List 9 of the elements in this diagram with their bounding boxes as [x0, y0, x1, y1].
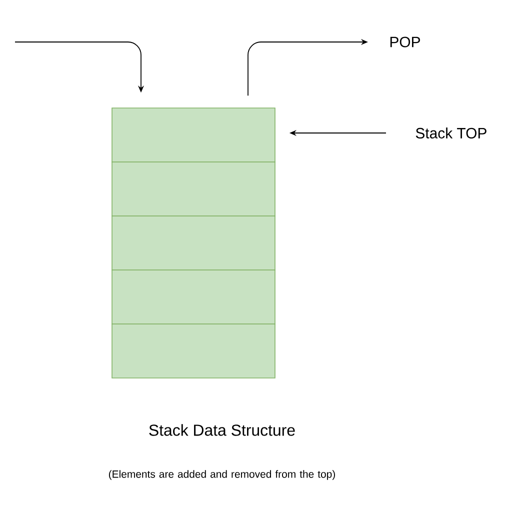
stack-cell: [112, 108, 276, 162]
caption: (Elements are added and removed from the top): [108, 470, 335, 480]
stack-cell: [112, 324, 276, 378]
stack-cell: [112, 270, 276, 324]
stack-cell: [112, 216, 276, 270]
arrow-label: Stack TOP: [416, 128, 486, 138]
stack-cell: [112, 162, 276, 216]
arrow-label: POP: [390, 36, 420, 48]
title: Stack Data Structure: [149, 424, 295, 436]
